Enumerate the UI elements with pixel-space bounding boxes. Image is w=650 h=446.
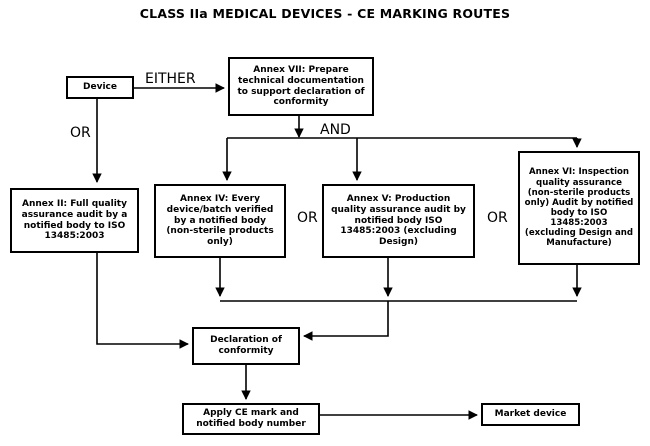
label-or-middle: OR [297,210,318,226]
node-market-device[interactable]: Market device [481,403,580,426]
node-annex-vi[interactable]: Annex VI: Inspection quality assurance (… [518,151,640,265]
edge-annex-ii-to-declaration [96,253,189,349]
page-title: CLASS IIa MEDICAL DEVICES - CE MARKING R… [139,6,511,21]
node-annex-ii[interactable]: Annex II: Full quality assurance audit b… [10,188,139,253]
node-annex-v[interactable]: Annex V: Production quality assurance au… [322,184,475,258]
label-and: AND [320,122,351,138]
label-or-right: OR [487,210,508,226]
node-device[interactable]: Device [66,76,134,99]
node-declaration-of-conformity[interactable]: Declaration of conformity [192,327,300,365]
node-apply-ce-mark[interactable]: Apply CE mark and notified body number [182,403,320,435]
label-or-left: OR [70,125,91,141]
edge-merge-to-declaration [303,301,389,341]
label-either: EITHER [145,71,196,87]
node-annex-vii[interactable]: Annex VII: Prepare technical documentati… [228,57,374,116]
node-annex-iv[interactable]: Annex IV: Every device/batch verified by… [154,184,286,258]
